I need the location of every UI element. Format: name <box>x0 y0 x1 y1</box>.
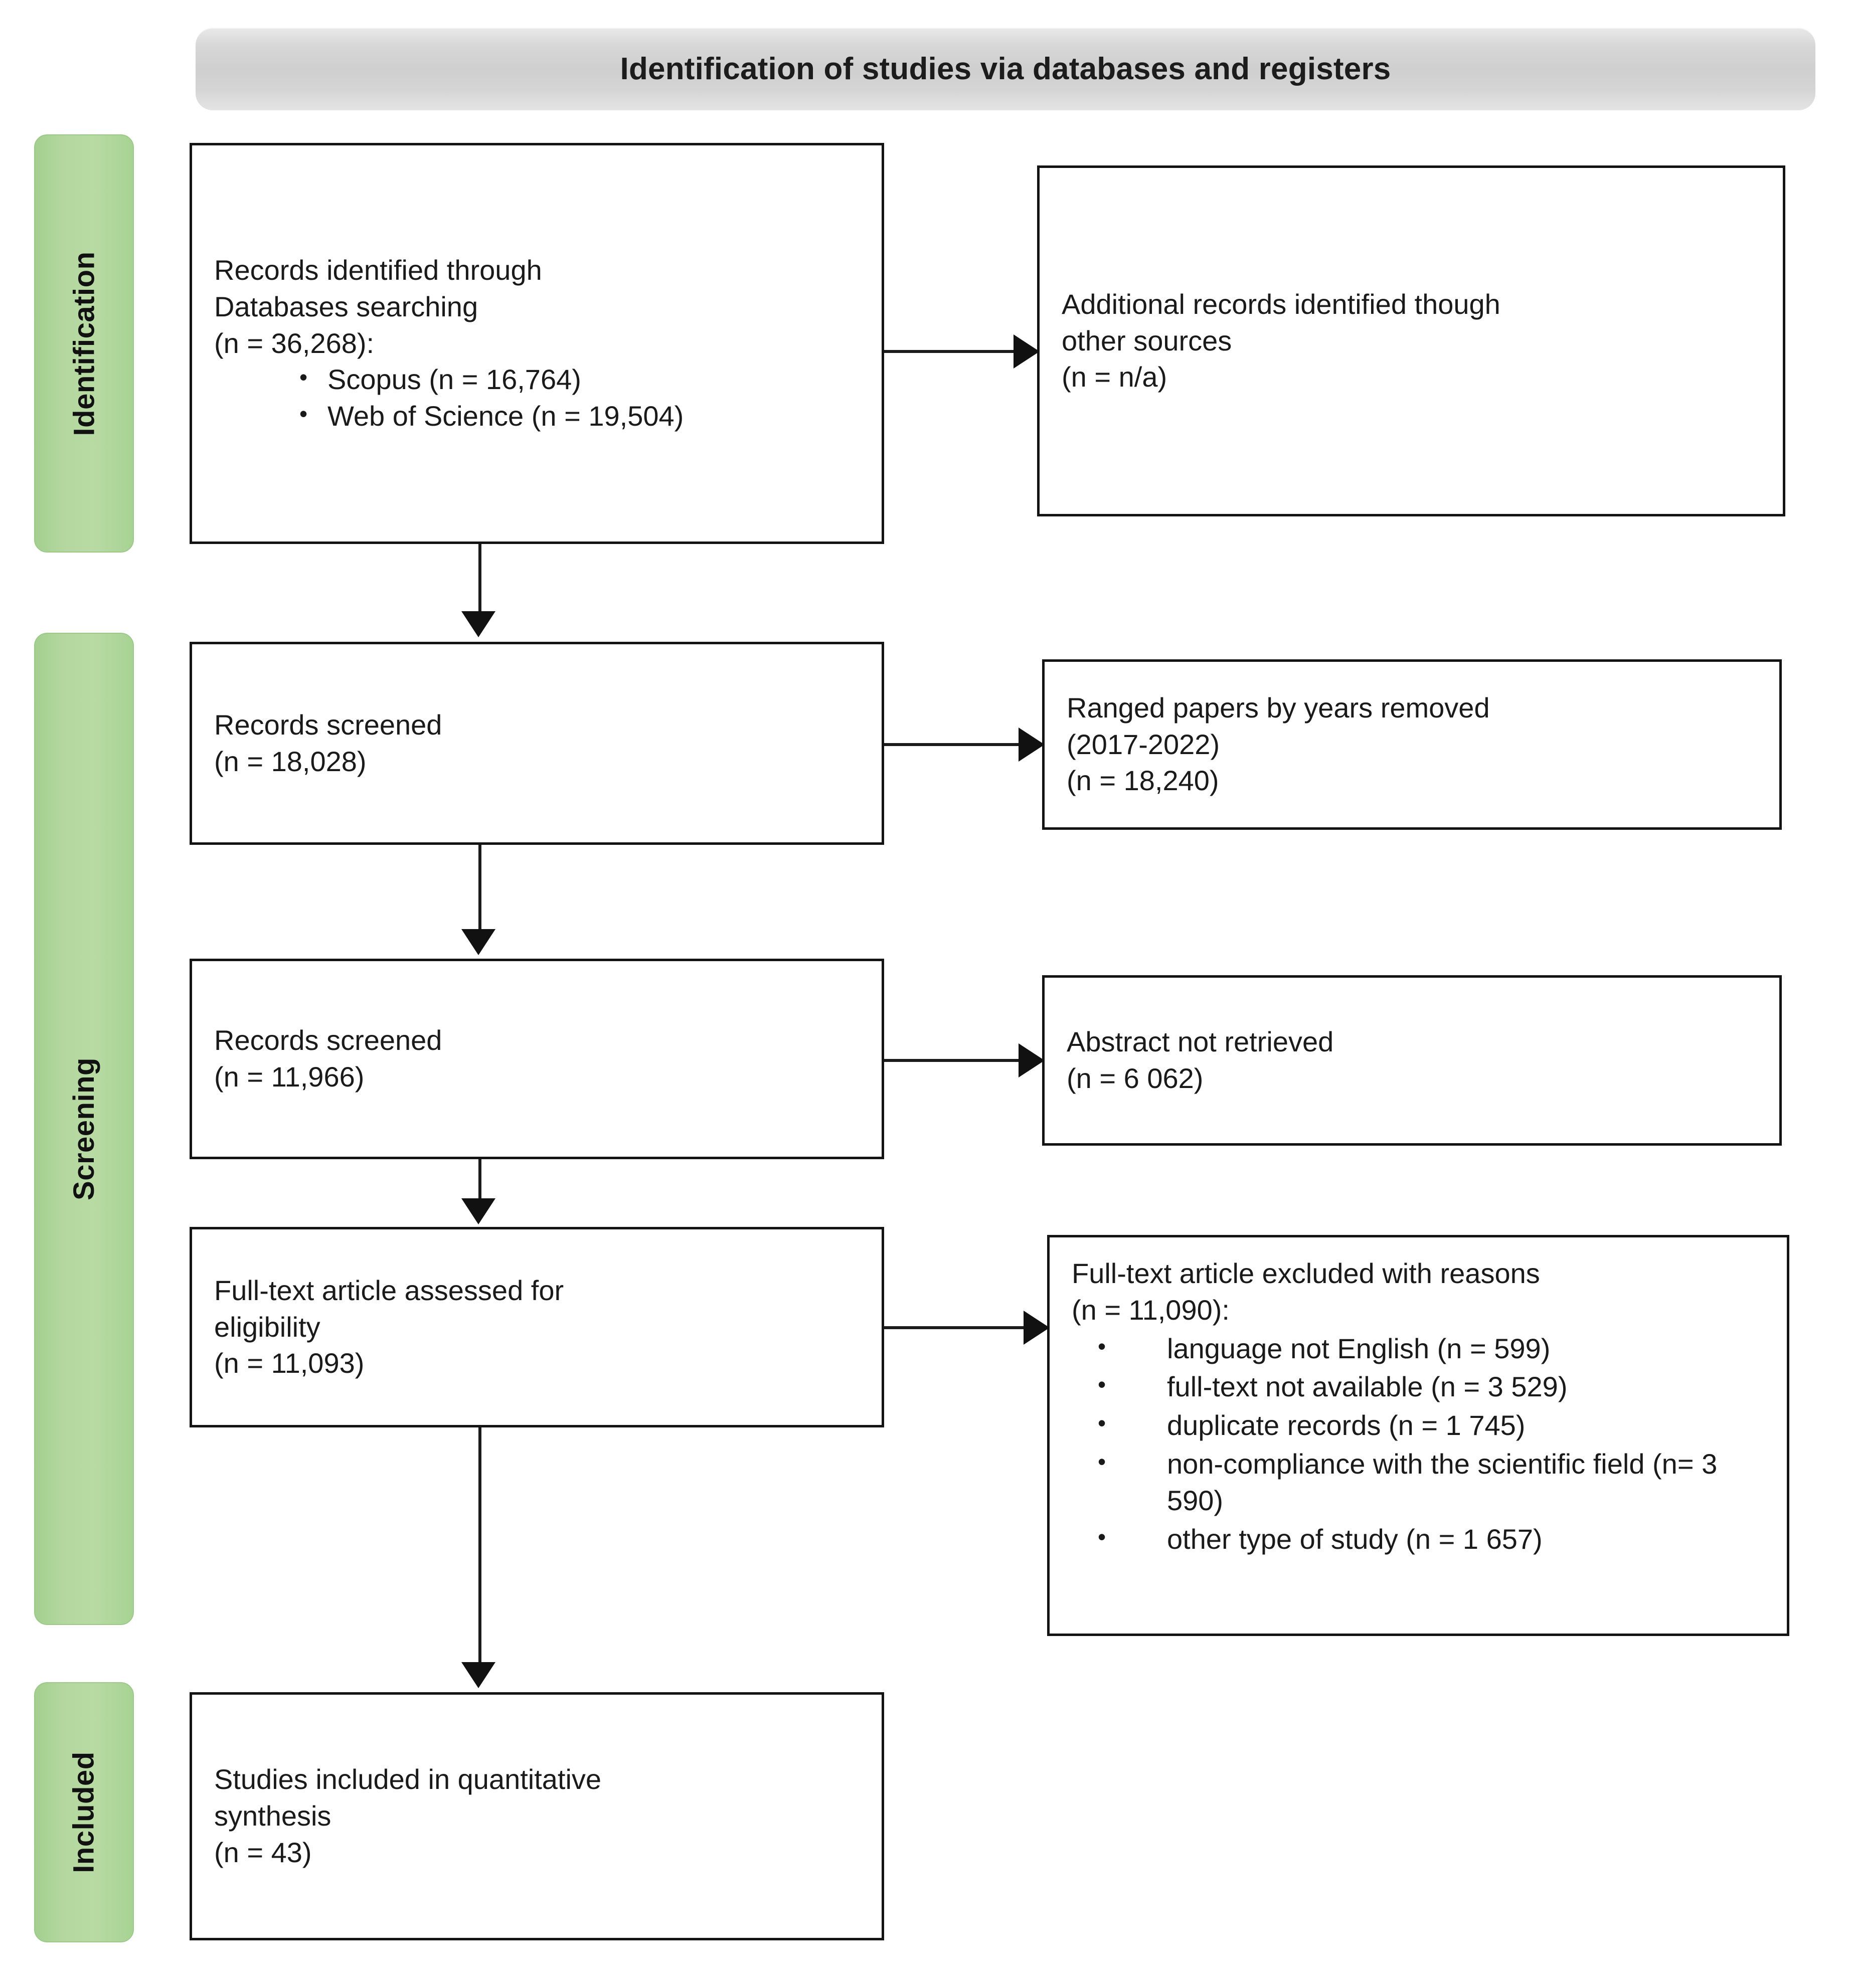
connector-screened1-to-ranged <box>884 743 1021 746</box>
arrow-head-down-icon <box>461 611 495 637</box>
node-fulltext-assessed: Full-text article assessed for eligibili… <box>190 1227 884 1427</box>
node-records-identified-bullets: Scopus (n = 16,764) Web of Science (n = … <box>299 362 860 435</box>
list-item: non-compliance with the scientific field… <box>1087 1446 1765 1519</box>
stage-bar-included: Included <box>34 1682 134 1942</box>
list-item: full-text not available (n = 3 529) <box>1087 1369 1765 1405</box>
node-records-screened-second-text: Records screened (n = 11,966) <box>214 1024 442 1093</box>
node-ranged-papers-removed-text: Ranged papers by years removed (2017-202… <box>1067 691 1490 797</box>
stage-label-included: Included <box>68 1751 100 1873</box>
connector-fulltext-to-excluded <box>884 1326 1026 1329</box>
connector-identified-to-screened1 <box>478 544 481 614</box>
connector-screened2-to-abstract <box>884 1059 1021 1062</box>
node-additional-records-text: Additional records identified though oth… <box>1062 288 1500 393</box>
list-item: language not English (n = 599) <box>1087 1331 1765 1367</box>
connector-screened1-to-screened2 <box>478 845 481 931</box>
diagram-banner: Identification of studies via databases … <box>196 28 1815 110</box>
connector-screened2-to-fulltext <box>478 1159 481 1199</box>
node-records-identified-text: Records identified through Databases sea… <box>214 254 542 359</box>
stage-bar-identification: Identification <box>34 134 134 553</box>
stage-label-identification: Identification <box>68 251 101 436</box>
stage-bar-screening: Screening <box>34 633 134 1625</box>
node-fulltext-excluded-bullets: language not English (n = 599) full-text… <box>1087 1329 1765 1558</box>
stage-label-screening: Screening <box>68 1057 100 1200</box>
node-abstract-not-retrieved-text: Abstract not retrieved (n = 6 062) <box>1067 1026 1334 1094</box>
list-item: Web of Science (n = 19,504) <box>299 398 860 435</box>
node-records-screened-second: Records screened (n = 11,966) <box>190 959 884 1159</box>
arrow-head-right-icon <box>1024 1311 1050 1345</box>
arrow-head-right-icon <box>1019 728 1045 762</box>
node-fulltext-excluded-text: Full-text article excluded with reasons … <box>1072 1257 1540 1326</box>
node-records-identified: Records identified through Databases sea… <box>190 143 884 544</box>
node-additional-records: Additional records identified though oth… <box>1037 165 1785 516</box>
node-fulltext-assessed-text: Full-text article assessed for eligibili… <box>214 1274 564 1379</box>
banner-title: Identification of studies via databases … <box>620 52 1391 86</box>
list-item: Scopus (n = 16,764) <box>299 362 860 398</box>
connector-identified-to-additional <box>884 350 1016 353</box>
arrow-head-down-icon <box>461 1198 495 1224</box>
arrow-head-right-icon <box>1019 1043 1045 1077</box>
node-records-screened-first: Records screened (n = 18,028) <box>190 642 884 845</box>
arrow-head-down-icon <box>461 1662 495 1688</box>
list-item: other type of study (n = 1 657) <box>1087 1521 1765 1558</box>
list-item: duplicate records (n = 1 745) <box>1087 1407 1765 1444</box>
node-fulltext-excluded: Full-text article excluded with reasons … <box>1047 1235 1789 1636</box>
arrow-head-right-icon <box>1014 334 1040 369</box>
node-ranged-papers-removed: Ranged papers by years removed (2017-202… <box>1042 659 1782 830</box>
node-records-screened-first-text: Records screened (n = 18,028) <box>214 708 442 777</box>
connector-fulltext-to-included <box>478 1427 481 1664</box>
arrow-head-down-icon <box>461 929 495 955</box>
node-studies-included: Studies included in quantitative synthes… <box>190 1692 884 1940</box>
node-abstract-not-retrieved: Abstract not retrieved (n = 6 062) <box>1042 975 1782 1146</box>
node-studies-included-text: Studies included in quantitative synthes… <box>214 1763 602 1868</box>
